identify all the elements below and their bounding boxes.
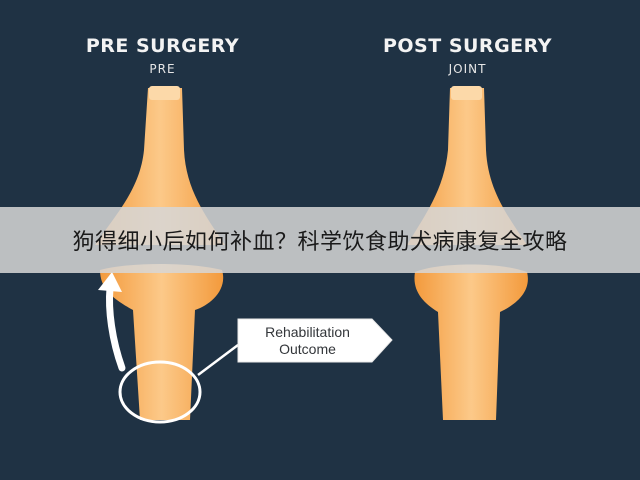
banner-text: 狗得细小后如何补血？科学饮食助犬病康复全攻略: [72, 230, 568, 255]
title-banner: 狗得细小后如何补血？科学饮食助犬病康复全攻略: [0, 207, 640, 273]
pre-surgery-subtitle: PRE: [149, 62, 176, 76]
post-surgery-title: POST SURGERY: [382, 35, 552, 57]
pre-surgery-title: PRE SURGERY: [85, 35, 240, 57]
callout-connector: [197, 344, 239, 376]
post-surgery-subtitle: JOINT: [448, 62, 487, 76]
post-surgery-tibia: [414, 264, 528, 420]
pre-surgery-femur: [95, 86, 225, 245]
post-surgery-femur: [407, 86, 527, 245]
highlight-circle: [118, 360, 202, 424]
callout-line-2: Outcome: [279, 341, 336, 357]
callout-box: [237, 318, 393, 363]
callout-label: Rehabilitation Outcome: [240, 324, 375, 358]
pre-surgery-tibia: [100, 264, 224, 420]
curved-arrow-icon: [98, 272, 126, 372]
callout-line-1: Rehabilitation: [265, 324, 350, 340]
